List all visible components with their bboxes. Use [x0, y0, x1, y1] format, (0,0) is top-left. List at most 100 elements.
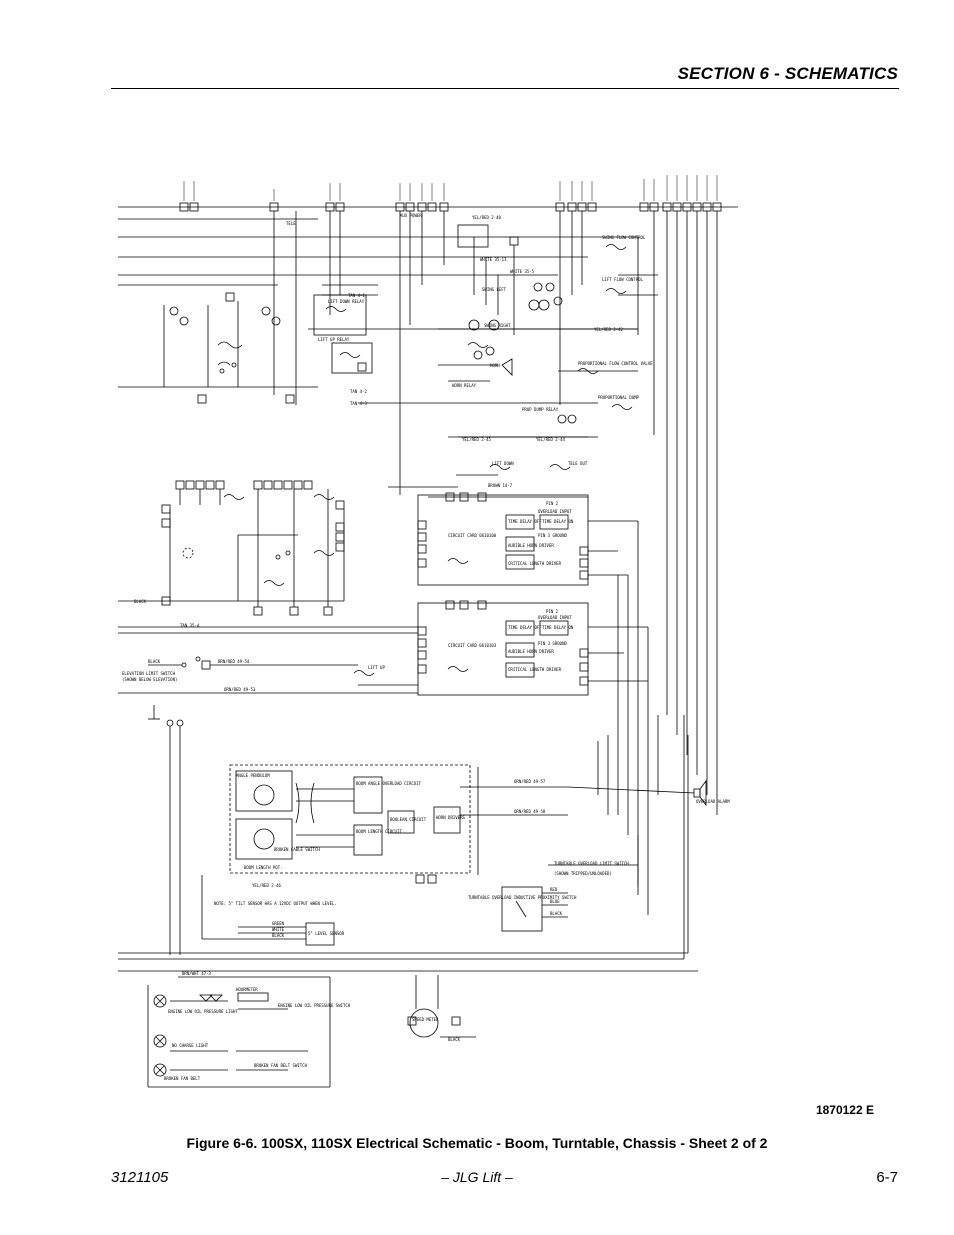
label-swing-flow-control: SWING FLOW CONTROL [602, 235, 646, 240]
label-circuit-card-a: CIRCUIT CARD 0610100 [448, 533, 497, 538]
label-aux-power: AUX POWER [400, 213, 422, 218]
label-prop-flow-valve: PROPORTIONAL FLOW CONTROL VALVE [578, 361, 653, 366]
label-eng-low-oil-light: ENGINE LOW OIL PRESSURE LIGHT [168, 1009, 238, 1014]
figure-caption: Figure 6-6. 100SX, 110SX Electrical Sche… [186, 1135, 768, 1151]
label-pin-2-a: PIN 2 [546, 501, 559, 506]
label-yel-red-2-44: YEL/RED 2-44 [536, 437, 565, 442]
electrical-schematic: YEL/RED 2-40 TAN 4-1 TAN 4-2 TAN 4-3 WHI… [118, 175, 738, 1088]
label-orn-red-49-53: ORN/RED 49-53 [224, 687, 256, 692]
label-overload-alarm: OVERLOAD ALARM [696, 799, 730, 804]
label-no-charge-light: NO CHARGE LIGHT [172, 1043, 209, 1048]
label-swing-left: SWING LEFT [482, 287, 507, 292]
label-white-35-11: WHITE 35-11 [480, 257, 507, 262]
label-yel-red-2-46: YEL/RED 2-46 [252, 883, 281, 888]
top-connectors [118, 175, 738, 212]
label-lift-down: LIFT DOWN [492, 461, 514, 466]
footer-page-number: 6-7 [876, 1169, 898, 1186]
label-blue: BLUE [550, 899, 560, 904]
header-rule [111, 88, 899, 89]
label-broken-cable-switch: BROKEN CABLE SWITCH [274, 847, 320, 852]
label-hourmeter: HOURMETER [236, 987, 258, 992]
label-overload-input-a: OVERLOAD INPUT [538, 509, 572, 514]
label-tilt-note: NOTE: 5° TILT SENSOR HAS A 12VDC OUTPUT … [214, 901, 337, 906]
circuit-card-1 [388, 464, 589, 586]
label-black-c: BLACK [550, 911, 563, 916]
label-lift-up-relay: LIFT UP RELAY [318, 337, 350, 342]
label-broken-fan-belt: BROKEN FAN BELT [164, 1076, 201, 1081]
label-lift-down-relay: LIFT DOWN RELAY [328, 299, 365, 304]
label-black-e: BLACK [448, 1037, 461, 1042]
label-angle-pendulum: ANGLE PENDULUM [236, 773, 270, 778]
label-yel-red-2-40: YEL/RED 2-40 [472, 215, 501, 220]
elevation-limit-switch [118, 656, 418, 955]
drawing-number: 1870122 E [815, 1103, 874, 1117]
label-crit-length-a: CRITICAL LENGTH DRIVER [508, 561, 562, 566]
label-horn: HORN [490, 363, 500, 368]
label-time-delay-off-a: TIME DELAY OFF [508, 519, 542, 524]
label-tan-4-2: TAN 4-2 [350, 389, 367, 394]
label-elevation-limit-switch: ELEVATION LIMIT SWITCH [122, 671, 176, 676]
label-orn-red-49-58: ORN/RED 49-58 [514, 809, 546, 814]
footer-doc-number: 3121105 [111, 1169, 169, 1186]
label-tt-prox-switch: TURNTABLE OVERLOAD INDUCTIVE PROXIMITY S… [468, 895, 577, 900]
right-signal-wires [118, 520, 689, 960]
label-eng-low-oil-switch: ENGINE LOW OIL PRESSURE SWITCH [278, 1003, 351, 1008]
label-horn-driver-b: AUDIBLE HORN DRIVER [508, 649, 554, 654]
label-orn-red-49-57: ORN/RED 49-57 [514, 779, 546, 784]
label-black-d: BLACK [272, 933, 285, 938]
label-tan-4-1: TAN 4-1 [348, 293, 365, 298]
circuit-card-2 [118, 600, 589, 696]
label-circuit-card-b: CIRCUIT CARD 0610103 [448, 643, 497, 648]
label-broken-fan-belt-switch: BROKEN FAN BELT SWITCH [254, 1063, 308, 1068]
label-green: GREEN [272, 921, 285, 926]
flow-control-block [438, 237, 658, 438]
label-time-delay-on-b: TIME DELAY ON [542, 625, 574, 630]
vertical-trunks [273, 211, 718, 815]
label-horn-relay: HORN RELAY [452, 383, 477, 388]
label-time-delay-on-a: TIME DELAY ON [542, 519, 574, 524]
label-boolean-circuit: BOOLEAN CIRCUIT [390, 817, 427, 822]
label-proportional-dump: PROPORTIONAL DUMP [598, 395, 640, 400]
label-tan-35-4: TAN 35-4 [180, 623, 200, 628]
footer-brand: – JLG Lift – [441, 1169, 513, 1185]
label-shown-below-elevation: (SHOWN BELOW ELEVATION) [122, 677, 177, 682]
label-lift-flow-control: LIFT FLOW CONTROL [602, 277, 644, 282]
label-speed-meter: SPEED METER [412, 1017, 439, 1022]
engine-lights [118, 970, 698, 1088]
boom-angle-module [229, 764, 568, 884]
label-boom-length-circuit: BOOM LENGTH CIRCUIT [356, 829, 402, 834]
label-brn-wht-47-3: BRN/WHT 47-3 [182, 971, 211, 976]
label-swing-right: SWING RIGHT [484, 323, 511, 328]
label-prop-dump-relay: PROP DUMP RELAY [522, 407, 559, 412]
upper-left-switches [163, 292, 295, 404]
overload-alarm [501, 779, 707, 932]
label-crit-length-b: CRITICAL LENGTH DRIVER [508, 667, 562, 672]
label-yel-red-2-45: YEL/RED 2-45 [462, 437, 491, 442]
label-horn-driver-a: AUDIBLE HORN DRIVER [508, 543, 554, 548]
label-boom-angle-overload: BOOM ANGLE OVERLOAD CIRCUIT [356, 781, 422, 786]
section-title: SECTION 6 - SCHEMATICS [677, 64, 898, 83]
label-shown-tripped: (SHOWN TRIPPED/UNLOADED) [554, 871, 612, 876]
level-sensor [201, 875, 335, 946]
label-white-35-5: WHITE 35-5 [510, 269, 535, 274]
label-pin-3-ground-a: PIN 3 GROUND [538, 533, 567, 538]
label-horn-drivers: HORN DRIVERS [436, 815, 465, 820]
lift-relays [313, 284, 378, 374]
label-pin-3-ground-b: PIN 3 GROUND [538, 641, 567, 646]
label-tan-4-3: TAN 4-3 [350, 401, 367, 406]
label-black-a: BLACK [134, 599, 147, 604]
label-black-b: BLACK [148, 659, 161, 664]
label-level-sensor: 5° LEVEL SENSOR [308, 931, 345, 936]
label-yel-red-2-42: YEL/RED 2-42 [594, 327, 623, 332]
mid-terminal-block [118, 480, 345, 616]
label-tele-out: TELE OUT [568, 461, 588, 466]
label-brown-14-7: BROWN 14-7 [488, 483, 513, 488]
label-pin-2-b: PIN 2 [546, 609, 559, 614]
label-white: WHITE [272, 927, 285, 932]
label-brn-red-49-54: BRN/RED 49-54 [218, 659, 250, 664]
label-time-delay-off-b: TIME DELAY OFF [508, 625, 542, 630]
label-red: RED [550, 887, 558, 892]
swing-horn-cluster [438, 224, 563, 382]
label-boom-length-pot: BOOM LENGTH POT. [244, 865, 283, 870]
label-tele: TELE [286, 221, 296, 226]
